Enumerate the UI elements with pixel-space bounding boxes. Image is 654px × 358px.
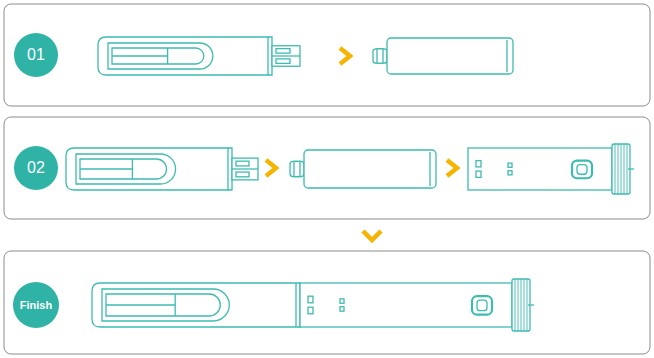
pen-holder (66, 148, 232, 190)
arrow-chevron (266, 160, 276, 176)
pen-holder (98, 37, 272, 75)
pen-body (300, 279, 534, 331)
step-panel (4, 117, 650, 219)
step-number: 01 (14, 33, 58, 77)
step-badge: 01 (14, 33, 58, 77)
pen-holder (92, 283, 300, 327)
step-number: 02 (14, 146, 58, 190)
cartridge (290, 150, 436, 188)
arrow-chevron (363, 231, 381, 240)
arrow-chevron (340, 48, 350, 64)
connector-prongs (232, 158, 258, 180)
step-panel (4, 4, 650, 106)
step-number: Finish (13, 282, 59, 328)
step-badge: 02 (14, 146, 58, 190)
step-panel (4, 251, 650, 354)
arrow-chevron (447, 160, 457, 176)
connector-prongs (272, 46, 300, 66)
pen-body (468, 144, 634, 194)
cartridge (373, 38, 513, 74)
step-badge: Finish (13, 282, 59, 328)
